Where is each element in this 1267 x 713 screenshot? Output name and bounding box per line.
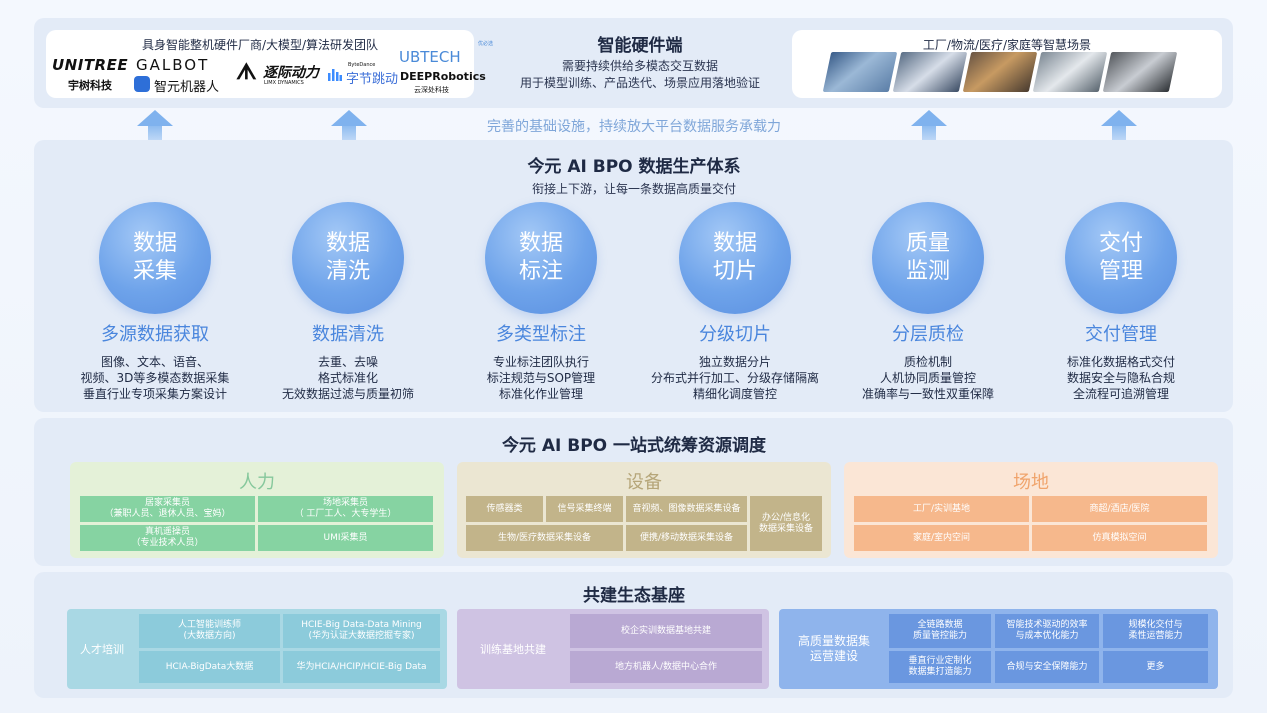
hardware-subtitle-2: 用于模型训练、产品迭代、场景应用落地验证 bbox=[519, 76, 760, 90]
resources-title: 今元 AI BPO 一站式统筹资源调度 bbox=[501, 436, 767, 456]
huawei-cert-cell: 华为HCIA/HCIP/HCIE-Big Data bbox=[283, 651, 440, 683]
local-cooperation-cell: 地方机器人/数据中心合作 bbox=[570, 651, 762, 683]
step-description: 质检机制人机协同质量管控准确率与一致性双重保障 bbox=[861, 355, 994, 401]
bpo-section bbox=[34, 140, 1233, 412]
deep-robotics-logo: DEEPRobotics bbox=[400, 70, 486, 83]
zhiyuan-logo-icon bbox=[134, 76, 150, 92]
teleoperator-cell: 真机遥操员（专业技术人员） bbox=[80, 525, 255, 551]
limx-logo-icon: ᗑ bbox=[236, 60, 257, 85]
galbot-logo: GALBOT bbox=[136, 56, 210, 74]
signal-terminal-cell: 信号采集终端 bbox=[546, 496, 623, 522]
step-heading: 多类型标注 bbox=[496, 324, 586, 345]
step-circle: 数据清洗 bbox=[292, 202, 404, 314]
bytedance-en-logo: ByteDance bbox=[348, 62, 376, 68]
mall-site-cell: 商超/酒店/医院 bbox=[1032, 496, 1207, 522]
av-device-cell: 音视频、图像数据采集设备 bbox=[626, 496, 747, 522]
office-device-cell: 办公/信息化数据采集设备 bbox=[750, 496, 822, 551]
equipment-resource-head: 设备 bbox=[626, 472, 662, 493]
infrastructure-text: 完善的基础设施，持续放大平台数据服务承载力 bbox=[487, 119, 781, 135]
step-circle: 交付管理 bbox=[1065, 202, 1177, 314]
more-cell: 更多 bbox=[1103, 651, 1208, 683]
factory-site-cell: 工厂/实训基地 bbox=[854, 496, 1029, 522]
manufacturer-card-title: 具身智能整机硬件厂商/大模型/算法研发团队 bbox=[141, 38, 379, 52]
step-heading: 多源数据获取 bbox=[101, 324, 209, 345]
step-description: 图像、文本、语音、视频、3D等多模态数据采集垂直行业专项采集方案设计 bbox=[80, 355, 230, 401]
ai-trainer-cell: 人工智能训练师(大数据方向) bbox=[139, 614, 280, 648]
limx-en-logo: LIMX DYNAMICS bbox=[264, 80, 304, 86]
home-site-cell: 家庭/室内空间 bbox=[854, 525, 1029, 551]
step-description: 去重、去噪格式标准化无效数据过滤与质量初筛 bbox=[281, 355, 414, 401]
umi-collector-cell: UMI采集员 bbox=[258, 525, 433, 551]
step-heading: 分级切片 bbox=[699, 324, 771, 345]
ubtech-logo: UBTECH bbox=[399, 48, 461, 66]
step-heading: 分层质检 bbox=[892, 324, 964, 345]
deep-robotics-cn-logo: 云深处科技 bbox=[414, 86, 449, 94]
bpo-title: 今元 AI BPO 数据生产体系 bbox=[527, 157, 741, 177]
site-resource-head: 场地 bbox=[1013, 472, 1049, 493]
step-heading: 交付管理 bbox=[1085, 324, 1157, 345]
home-collector-cell: 居家采集员（兼职人员、退休人员、宝妈） bbox=[80, 496, 255, 522]
bio-device-cell: 生物/医疗数据采集设备 bbox=[466, 525, 623, 551]
bytedance-logo: 字节跳动 bbox=[346, 72, 399, 87]
sensor-cell: 传感器类 bbox=[466, 496, 543, 522]
step-circle: 数据采集 bbox=[99, 202, 211, 314]
quality-dataset-label: 高质量数据集运营建设 bbox=[797, 634, 870, 663]
bpo-subtitle: 衔接上下游，让每一条数据高质量交付 bbox=[531, 182, 736, 196]
medical-scene-image bbox=[1032, 52, 1108, 92]
ecology-title: 共建生态基座 bbox=[583, 586, 685, 606]
talent-label: 人才培训 bbox=[80, 642, 124, 656]
step-circle: 质量监测 bbox=[872, 202, 984, 314]
simulation-site-cell: 仿真模拟空间 bbox=[1032, 525, 1207, 551]
step-description: 独立数据分片分布式并行加工、分级存储隔离精细化调度管控 bbox=[650, 355, 819, 401]
hcie-mining-cell: HCIE-Big Data-Data Mining(华为认证大数据挖掘专家) bbox=[283, 614, 440, 648]
zhiyuan-logo: 智元机器人 bbox=[154, 80, 220, 95]
scenario-card-title: 工厂/物流/医疗/家庭等智慧场景 bbox=[922, 38, 1092, 52]
human-resource-head: 人力 bbox=[239, 472, 275, 493]
portable-device-cell: 便携/移动数据采集设备 bbox=[626, 525, 747, 551]
training-base-label: 训练基地共建 bbox=[480, 642, 546, 656]
home-scene-image bbox=[1102, 52, 1178, 92]
limx-logo: 逐际动力 bbox=[263, 65, 319, 81]
unitree-logo: UNITREE bbox=[52, 56, 129, 74]
step-description: 标准化数据格式交付数据安全与隐私合规全流程可追溯管理 bbox=[1066, 355, 1175, 401]
car-scene-image bbox=[892, 52, 968, 92]
hardware-subtitle-1: 需要持续供给多模态交互数据 bbox=[561, 59, 718, 73]
site-collector-cell: 场地采集员（ 工厂工人、大专学生） bbox=[258, 496, 433, 522]
step-description: 专业标注团队执行标注规范与SOP管理标准化作业管理 bbox=[486, 355, 596, 401]
ubtech-cn-logo: 优必选 bbox=[478, 41, 494, 47]
scale-delivery-cell: 规模化交付与柔性运营能力 bbox=[1103, 614, 1208, 648]
quality-control-cell: 全链路数据质量管控能力 bbox=[889, 614, 991, 648]
step-heading: 数据清洗 bbox=[312, 324, 384, 345]
school-base-cell: 校企实训数据基地共建 bbox=[570, 614, 762, 648]
manufacturer-card: 具身智能整机硬件厂商/大模型/算法研发团队 UNITREE 宇树科技 GALBO… bbox=[46, 30, 493, 98]
step-circle: 数据切片 bbox=[679, 202, 791, 314]
hcia-bigdata-cell: HCIA-BigData大数据 bbox=[139, 651, 280, 683]
robot-arm-scene-image bbox=[962, 52, 1038, 92]
factory-scene-image bbox=[822, 52, 898, 92]
step-circle: 数据标注 bbox=[485, 202, 597, 314]
hardware-title: 智能硬件端 bbox=[597, 36, 683, 56]
vertical-custom-cell: 垂直行业定制化数据集打造能力 bbox=[889, 651, 991, 683]
unitree-cn-logo: 宇树科技 bbox=[68, 79, 112, 92]
bytedance-logo-icon bbox=[328, 66, 342, 81]
compliance-cell: 合规与安全保障能力 bbox=[995, 651, 1099, 683]
efficiency-cell: 智能技术驱动的效率与成本优化能力 bbox=[995, 614, 1099, 648]
